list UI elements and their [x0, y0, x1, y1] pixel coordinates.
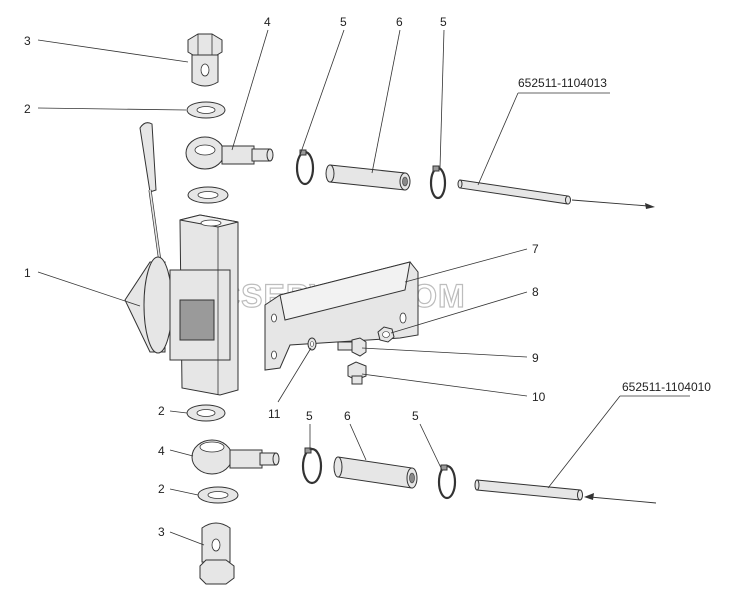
callout-1: 1 [24, 266, 31, 280]
callout-2-mid: 2 [158, 404, 165, 418]
hose-bottom [333, 456, 418, 489]
clamp-bottom-b [437, 464, 457, 500]
washer-11 [307, 337, 317, 351]
valve-assembly [124, 122, 239, 396]
bolt-10 [347, 361, 367, 385]
callout-7: 7 [532, 242, 539, 256]
callout-5-top-b: 5 [440, 15, 447, 29]
callout-10: 10 [532, 390, 546, 404]
clamp-top-a [295, 149, 315, 186]
clamp-top-b [429, 165, 447, 200]
callout-8: 8 [532, 285, 539, 299]
banjo-fitting-top [185, 136, 274, 170]
bracket [264, 261, 419, 371]
pipe-top [457, 179, 655, 209]
washer-bottom [197, 486, 239, 504]
callout-labels: 3 2 4 5 6 5 1 7 8 9 10 11 2 4 5 6 5 2 3 … [24, 15, 711, 539]
callout-6-bottom: 6 [344, 409, 351, 423]
callout-11: 11 [268, 407, 281, 421]
nut [377, 326, 395, 343]
callout-5-bottom-a: 5 [306, 409, 313, 423]
bolt-9 [337, 337, 367, 357]
callout-9: 9 [532, 351, 539, 365]
washer-mid [186, 404, 226, 422]
clamp-bottom-a [301, 447, 323, 485]
callout-2-top: 2 [24, 102, 31, 116]
washer-top [186, 101, 226, 119]
callout-4-bottom: 4 [158, 444, 165, 458]
washer-top-2 [187, 186, 229, 204]
callout-3-top: 3 [24, 34, 31, 48]
part-number-lower: 652511-1104010 [622, 380, 711, 394]
pipe-bottom [474, 479, 657, 504]
part-number-upper: 652511-1104013 [518, 76, 607, 90]
callout-3-bottom: 3 [158, 525, 165, 539]
callout-5-bottom-b: 5 [412, 409, 419, 423]
callout-6-top: 6 [396, 15, 403, 29]
callout-4-top: 4 [264, 15, 271, 29]
banjo-bolt-bottom [199, 522, 235, 585]
leader-lines [37, 29, 690, 546]
banjo-bolt-top [187, 33, 223, 87]
callout-5-top-a: 5 [340, 15, 347, 29]
hose-top [325, 164, 411, 191]
callout-2-bottom: 2 [158, 482, 165, 496]
banjo-fitting-bottom [191, 439, 280, 475]
